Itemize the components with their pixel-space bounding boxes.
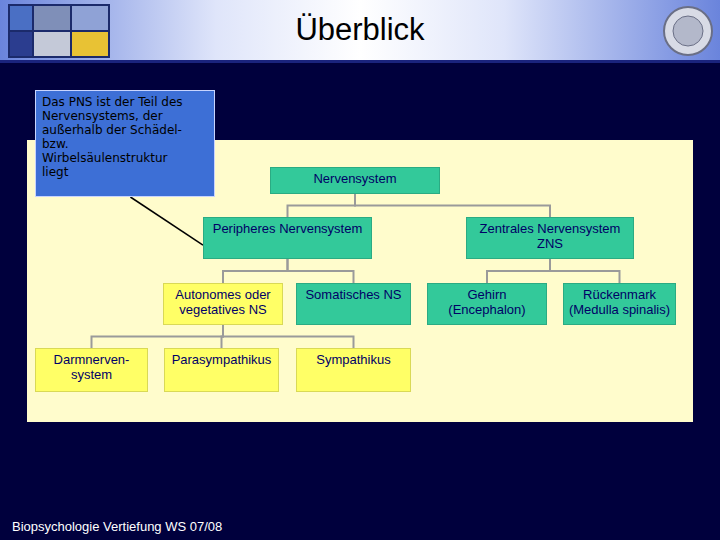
category-box: Autonomes oder vegetatives NS (163, 283, 283, 325)
category-box: Peripheres Nervensystem (203, 217, 372, 259)
category-box: Nervensystem (270, 167, 440, 194)
logo-tile (72, 6, 108, 30)
footer-note: Biopsychologie Vertiefung WS 07/08 (12, 519, 222, 534)
category-box: Gehirn (Encephalon) (427, 283, 547, 325)
tree-connector (288, 194, 356, 217)
category-box: Zentrales Nervensystem ZNS (466, 217, 634, 259)
box-label: Zentrales Nervensystem ZNS (469, 221, 631, 251)
tree-connector (550, 259, 620, 283)
logo-tile (10, 32, 32, 56)
category-box: Somatisches NS (296, 283, 411, 325)
box-label: Sympathikus (299, 352, 408, 367)
category-box: Sympathikus (296, 348, 411, 392)
slide-title: Überblick (120, 10, 600, 50)
tree-connector (288, 259, 354, 283)
logo-tile (10, 6, 32, 30)
logo-tile (34, 6, 70, 30)
box-label: Gehirn (Encephalon) (430, 287, 544, 317)
box-label: Parasympathikus (167, 352, 276, 367)
tree-connector (487, 259, 550, 283)
box-label: Nervensystem (273, 171, 437, 186)
university-seal (664, 7, 712, 55)
category-box: Darmnerven- system (35, 348, 148, 392)
logo-tile (72, 32, 108, 56)
box-label: Rückenmark (Medulla spinalis) (566, 287, 673, 317)
logo-collage (8, 4, 110, 58)
tree-connector (223, 259, 288, 283)
tree-connector (92, 325, 224, 348)
category-box: Parasympathikus (164, 348, 279, 392)
tree-connector (223, 325, 354, 348)
box-label: Autonomes oder vegetatives NS (166, 287, 280, 317)
tree-connector (355, 194, 550, 217)
category-box: Rückenmark (Medulla spinalis) (563, 283, 676, 325)
callout-box: Das PNS ist der Teil des Nervensystems, … (35, 90, 215, 197)
callout-text: Das PNS ist der Teil des Nervensystems, … (42, 95, 190, 179)
seal-inner (673, 16, 703, 46)
box-label: Peripheres Nervensystem (206, 221, 369, 236)
box-label: Darmnerven- system (38, 352, 145, 382)
logo-tile (34, 32, 70, 56)
leader-line (130, 197, 203, 245)
box-label: Somatisches NS (299, 287, 408, 302)
